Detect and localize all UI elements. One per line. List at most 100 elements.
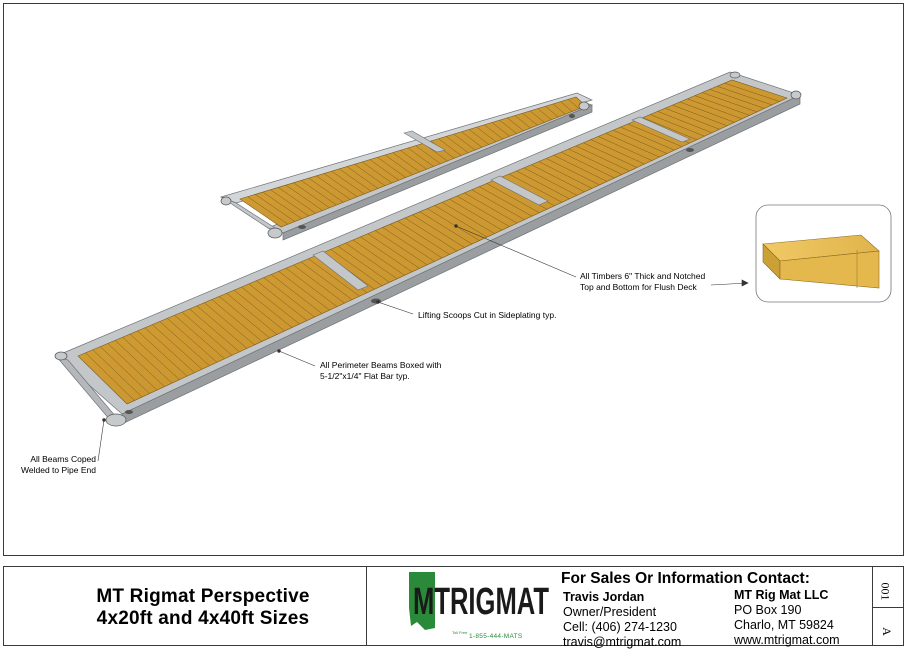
timber-joint-line xyxy=(499,119,517,134)
timber-joint-line xyxy=(627,123,683,147)
contact-name: Travis Jordan xyxy=(563,590,645,604)
timber-joint-line xyxy=(553,155,608,182)
timber-joint-line xyxy=(354,164,386,186)
mat-4x20-timber-joints xyxy=(247,99,580,225)
leader-coped xyxy=(97,419,105,462)
timber-joint-line xyxy=(196,305,248,349)
timber-joint-line xyxy=(476,126,497,142)
title-block-divider xyxy=(366,567,367,645)
timber-joint-line xyxy=(657,111,713,134)
timber-joint-line xyxy=(375,230,428,266)
timber-joint-line xyxy=(605,133,660,158)
mat-4x40-cross-beam xyxy=(490,175,549,206)
timber-joint-line xyxy=(339,168,372,192)
mat-4x20-lifting-scoop xyxy=(569,114,575,118)
timber-joint-line xyxy=(256,280,308,321)
mat-4x20-side-plate xyxy=(282,104,593,241)
timber-joint-line xyxy=(438,138,462,156)
timber-joint-line xyxy=(464,192,518,224)
timber-joint-line xyxy=(568,99,580,109)
timber-joint-line xyxy=(392,152,420,173)
drawing-title-line1: MT Rigmat Perspective xyxy=(96,586,310,607)
timber-joint-line xyxy=(717,86,773,106)
timber-joint-line xyxy=(724,82,780,102)
mat-4x40-pipe-end xyxy=(54,351,68,361)
timber-joint-line xyxy=(687,98,743,120)
timber-joint-line xyxy=(407,147,434,167)
timber-side-face xyxy=(779,250,880,289)
mtrigmat-logo: MTRIGMAT xyxy=(409,572,549,630)
callout-timbers-line2: Top and Bottom for Flush Deck xyxy=(580,282,697,292)
mat-4x40 xyxy=(54,71,802,427)
timber-joint-line xyxy=(530,110,545,123)
timber-joint-line xyxy=(300,180,337,206)
contact-heading: For Sales Or Information Contact: xyxy=(561,570,810,587)
callout-perimeter-line2: 5-1/2"x1/4" Flat Bar typ. xyxy=(320,371,410,381)
timber-joint-line xyxy=(144,327,195,373)
mat-4x20-pipe-end xyxy=(220,196,232,206)
leader-lifting xyxy=(377,301,414,315)
timber-joint-line xyxy=(434,205,488,238)
sheet-number: 001 xyxy=(878,582,893,601)
timber-joint-line xyxy=(412,214,465,248)
company-website[interactable]: www.mtrigmat.com xyxy=(734,633,840,647)
drawing-frame xyxy=(3,3,904,556)
title-block xyxy=(3,566,904,646)
leader-perimeter xyxy=(278,350,316,367)
mat-4x40-lifting-scoop xyxy=(125,410,133,414)
timber-joint-line xyxy=(114,340,165,387)
contact-role: Owner/President xyxy=(563,605,657,619)
timber-joint-line xyxy=(360,236,413,273)
timber-joint-line xyxy=(308,258,360,297)
leader-timbers xyxy=(455,225,577,278)
callout-lifting: Lifting Scoops Cut in Sideplating typ. xyxy=(418,310,557,320)
timber-joint-line xyxy=(538,161,593,189)
timber-joint-line xyxy=(137,330,188,377)
timber-joint-line xyxy=(449,198,503,231)
logo-tollfree-label: Toll Free xyxy=(452,630,468,635)
timber-joint-line xyxy=(531,164,585,193)
timber-joint-line xyxy=(219,296,270,339)
timber-joint-line xyxy=(247,196,289,225)
timber-joint-line xyxy=(461,131,483,148)
timber-joint-line xyxy=(537,108,552,120)
timber-joint-line xyxy=(620,126,675,151)
timber-joint-line xyxy=(316,175,351,200)
callout-timbers: All Timbers 6" Thick and Notched Top and… xyxy=(580,271,705,293)
timber-joint-line xyxy=(263,277,315,318)
timber-joint-line xyxy=(442,202,495,234)
mat-4x20-lifting-scoop xyxy=(298,225,306,229)
arrowhead xyxy=(741,279,749,287)
mat-4x40-pipe-end xyxy=(729,71,741,79)
timber-joint-line xyxy=(400,150,427,170)
timber-joint-line xyxy=(293,264,345,304)
timber-joint-line xyxy=(468,129,490,145)
timber-joint-line xyxy=(397,220,450,255)
mat-4x40-cross-beam xyxy=(312,250,369,291)
timber-joint-line xyxy=(650,114,705,137)
timber-joint-line xyxy=(159,321,210,366)
timber-joint-line xyxy=(129,333,180,380)
timber-joint-line xyxy=(346,166,379,189)
timber-joint-line xyxy=(337,246,390,283)
title-block-divider xyxy=(872,607,903,608)
timber-joint-line xyxy=(419,211,473,245)
timber-joint-line xyxy=(362,161,393,184)
timber-joint-line xyxy=(390,224,443,259)
timber-joint-line xyxy=(404,217,458,252)
timber-joint-line xyxy=(152,324,203,370)
contact-cell: Cell: (406) 274-1230 xyxy=(563,620,677,634)
company-po-box: PO Box 190 xyxy=(734,603,802,617)
timber-joint-line xyxy=(642,117,698,140)
timber-joint-line xyxy=(522,113,538,126)
timber-detail-inset xyxy=(755,204,892,303)
timber-joint-line xyxy=(568,148,623,175)
timber-joint-line xyxy=(583,142,638,168)
timber-joint-line xyxy=(702,92,758,113)
timber-joint-line xyxy=(369,159,399,181)
timber-joint-line xyxy=(575,145,630,172)
contact-email[interactable]: travis@mtrigmat.com xyxy=(563,635,682,649)
timber-joint-line xyxy=(285,267,338,307)
timber-joint-line xyxy=(612,129,668,154)
